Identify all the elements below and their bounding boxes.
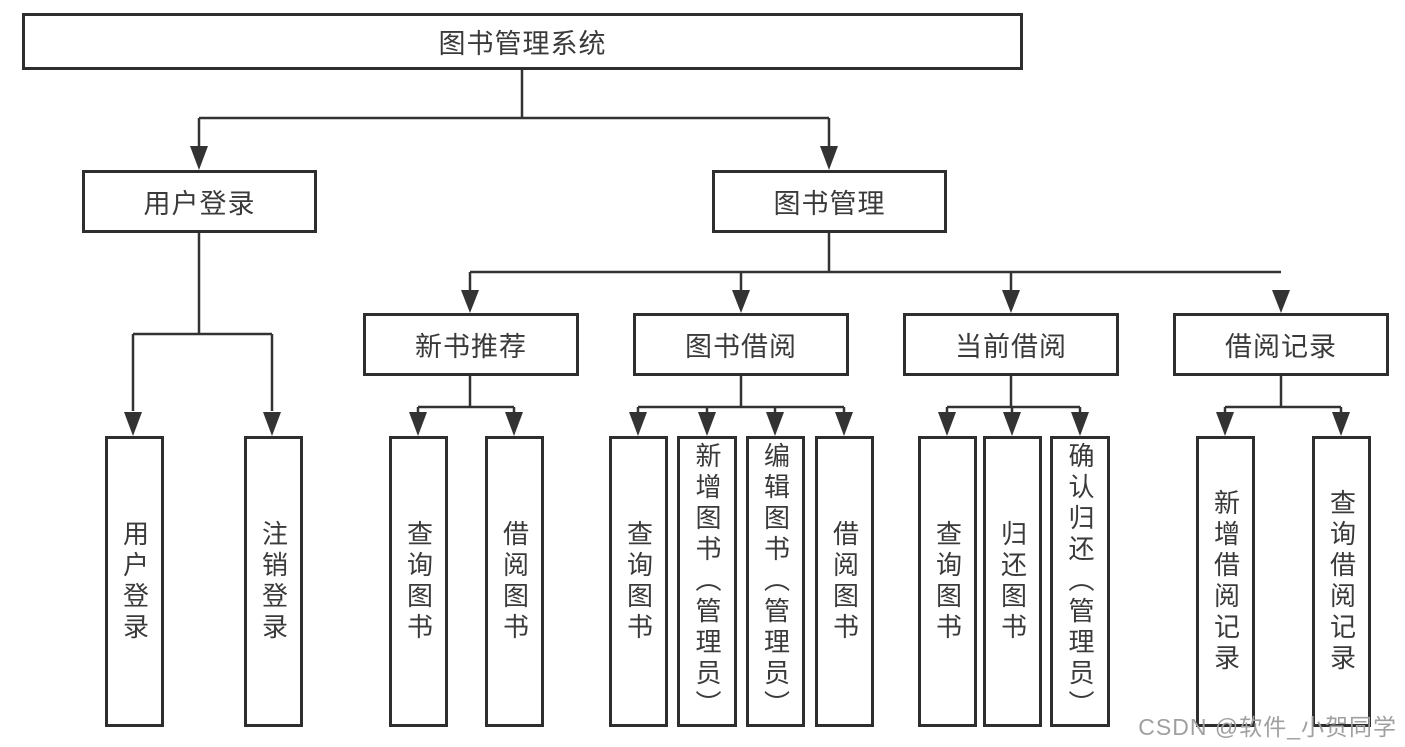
node-current-borrowing: 当前借阅	[903, 313, 1119, 376]
leaf-query-borrow-record: 查询借阅记录	[1312, 436, 1371, 727]
leaf-query-books-current: 查询图书	[918, 436, 977, 727]
leaf-label: 用户登录	[119, 519, 150, 644]
leaf-user-login: 用户登录	[105, 436, 164, 727]
leaf-label: 查询图书	[932, 519, 963, 644]
node-book-borrowing: 图书借阅	[633, 313, 849, 376]
leaf-label: 查询图书	[403, 519, 434, 644]
node-user-login: 用户登录	[82, 170, 317, 233]
leaf-confirm-return-admin: 确认归还（管理员）	[1050, 436, 1110, 727]
node-root: 图书管理系统	[22, 13, 1023, 70]
leaf-label: 新增借阅记录	[1210, 488, 1241, 675]
leaf-label: 查询图书	[623, 519, 654, 644]
node-new-book-recommend: 新书推荐	[363, 313, 579, 376]
node-borrowing-records: 借阅记录	[1173, 313, 1389, 376]
leaf-label: 借阅图书	[499, 519, 530, 644]
leaf-add-borrow-record: 新增借阅记录	[1196, 436, 1255, 727]
leaf-query-books-borrowing: 查询图书	[609, 436, 668, 727]
leaf-logout: 注销登录	[244, 436, 303, 727]
leaf-label: 归还图书	[997, 519, 1028, 644]
leaf-query-books-recommend: 查询图书	[389, 436, 448, 727]
leaf-borrow-books-recommend: 借阅图书	[485, 436, 544, 727]
leaf-label: 借阅图书	[829, 519, 860, 644]
leaf-label: 查询借阅记录	[1326, 488, 1357, 675]
node-book-management: 图书管理	[712, 170, 947, 233]
csdn-watermark: CSDN @软件_小贺同学	[1138, 714, 1397, 740]
leaf-label: 确认归还（管理员）	[1065, 442, 1095, 721]
leaf-add-books-admin: 新增图书（管理员）	[677, 436, 737, 727]
leaf-edit-books-admin: 编辑图书（管理员）	[746, 436, 805, 727]
leaf-label: 编辑图书（管理员）	[760, 442, 791, 721]
leaf-borrow-books-borrowing: 借阅图书	[815, 436, 874, 727]
leaf-label: 新增图书（管理员）	[692, 442, 722, 721]
leaf-label: 注销登录	[258, 519, 289, 644]
leaf-return-books: 归还图书	[983, 436, 1042, 727]
